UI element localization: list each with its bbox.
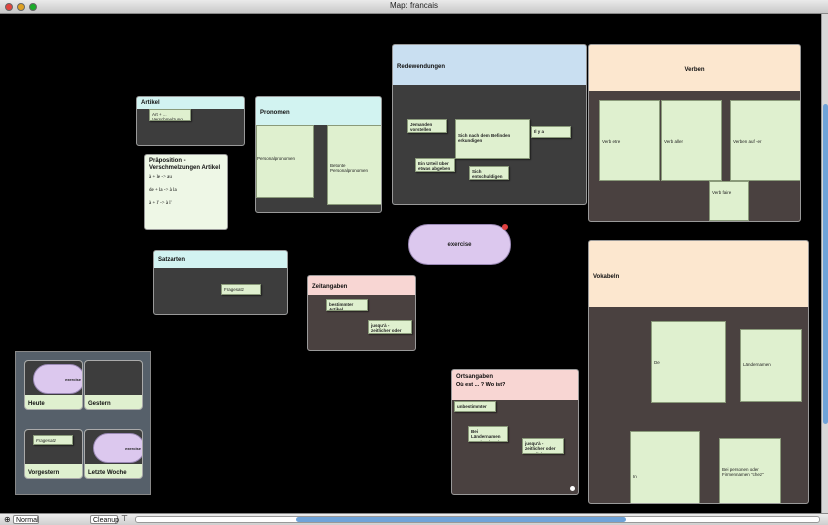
praeposition-title: Präposition - Verschmelzungen Artikel (149, 158, 221, 172)
bestimmter-artikel-note[interactable]: bestimmter Artikel (326, 299, 368, 311)
zeitangaben-title: Zeitangaben (312, 284, 348, 290)
betonte-personalpronomen-card[interactable]: Betonte Personalpronomen (327, 125, 381, 205)
zoom-icon[interactable]: ⊕ (4, 515, 11, 524)
artikel-box[interactable]: Artikel Art + ... Verschmelzung (136, 96, 245, 146)
filter-icon[interactable]: ⊤ (121, 514, 128, 523)
praeposition-line-3: à + l' -> à l' (149, 201, 172, 206)
cleanup-button[interactable]: Cleanup (90, 515, 119, 524)
laendernamen-plural-note[interactable]: Bei Ländernamen Im Plural steht à (468, 426, 508, 442)
zoom-window-button[interactable] (29, 3, 37, 11)
vertical-scroll-thumb[interactable] (823, 104, 828, 424)
unbestimmter-note[interactable]: unbestimmter (454, 401, 496, 412)
fragesatz-note[interactable]: Fragesatz (221, 284, 261, 295)
il-y-a-note[interactable]: Il y a (531, 126, 571, 138)
ortsangaben-box[interactable]: Ortsangaben Où est ... ? Wo ist? unbesti… (451, 369, 579, 495)
verben-title: Verben (684, 67, 705, 73)
jusqua-ort-note[interactable]: jusqu'à - zeitlicher oder räumlicher (522, 438, 564, 454)
in-card[interactable]: In (630, 431, 700, 503)
verb-aller-card[interactable]: Verb aller (661, 100, 722, 181)
artikel-note[interactable]: Art + ... Verschmelzung (149, 109, 191, 121)
praeposition-line-1: à + le -> au (149, 175, 172, 180)
ortsangaben-title: Ortsangaben (456, 374, 494, 380)
jusqua-zeit-note[interactable]: jusqu'à - zeitlicher oder räumlicher (368, 320, 412, 334)
thumbnail-panel[interactable]: exercise Heute Gestern Fragesatz Vorgest… (15, 351, 151, 495)
entschuldigen-note[interactable]: Sich entschuldigen (469, 166, 509, 180)
vokabeln-title: Vokabeln (593, 274, 620, 280)
verben-auf-er-card[interactable]: Verben auf -er (730, 100, 800, 181)
praeposition-box[interactable]: Präposition - Verschmelzungen Artikel à … (144, 154, 228, 230)
thumb-fragesatz-note: Fragesatz (33, 435, 73, 445)
urteil-note[interactable]: Ein Urteil über etwas abgeben (415, 158, 455, 172)
vertical-scrollbar[interactable] (821, 14, 828, 513)
thumb-vorgestern[interactable]: Fragesatz Vorgestern (24, 429, 83, 479)
window-title: Map: francais (389, 1, 439, 10)
redewendungen-box[interactable]: Redewendungen Jemanden vorstellen Sich n… (392, 44, 587, 205)
jemanden-vorstellen-note[interactable]: Jemanden vorstellen (407, 119, 447, 133)
pronomen-title: Pronomen (260, 110, 290, 116)
vokabeln-box[interactable]: Vokabeln De Ländernamen In Bei personen … (588, 240, 809, 504)
close-window-button[interactable] (5, 3, 13, 11)
thumb-exercise-oval-2: exercise (93, 433, 142, 463)
verben-box[interactable]: Verben Verb etre Verb aller Verben auf -… (588, 44, 801, 222)
thumb-letzte-woche[interactable]: exercise Letzte Woche (84, 429, 143, 479)
ortsangaben-subtitle: Où est ... ? Wo ist? (456, 382, 506, 388)
exercise-marker (502, 224, 508, 230)
window-titlebar: Map: francais (0, 0, 828, 14)
resize-handle-icon[interactable] (570, 486, 575, 491)
status-bar: ⊕ Normal Cleanup ⊤ (0, 513, 828, 525)
personalpronomen-card[interactable]: Personalpronomen (256, 125, 314, 198)
pronomen-box[interactable]: Pronomen Personalpronomen Betonte Person… (255, 96, 382, 213)
befinden-note[interactable]: Sich nach dem Befinden erkundigen (455, 119, 530, 159)
thumb-exercise-oval: exercise (33, 364, 82, 394)
satzarten-title: Satzarten (158, 257, 186, 263)
exercise-node[interactable]: exercise (408, 224, 511, 265)
thumb-gestern[interactable]: Gestern (84, 360, 143, 410)
mode-select[interactable]: Normal (13, 515, 39, 524)
artikel-title: Artikel (141, 100, 160, 106)
minimize-window-button[interactable] (17, 3, 25, 11)
verb-faire-card[interactable]: Verb faire (709, 181, 749, 221)
personen-card[interactable]: Bei personen oder Firmennamen "chez" (719, 438, 781, 503)
de-card[interactable]: De (651, 321, 726, 403)
satzarten-box[interactable]: Satzarten Fragesatz (153, 250, 288, 315)
praeposition-line-2: de + la -> à la (149, 188, 177, 193)
horizontal-scrollbar[interactable] (135, 516, 820, 523)
laendernamen-card[interactable]: Ländernamen (740, 329, 802, 402)
thumb-heute[interactable]: exercise Heute (24, 360, 83, 410)
zeitangaben-box[interactable]: Zeitangaben bestimmter Artikel jusqu'à -… (307, 275, 416, 351)
horizontal-scroll-thumb[interactable] (296, 517, 626, 522)
verb-etre-card[interactable]: Verb etre (599, 100, 660, 181)
redewendungen-title: Redewendungen (397, 64, 446, 70)
